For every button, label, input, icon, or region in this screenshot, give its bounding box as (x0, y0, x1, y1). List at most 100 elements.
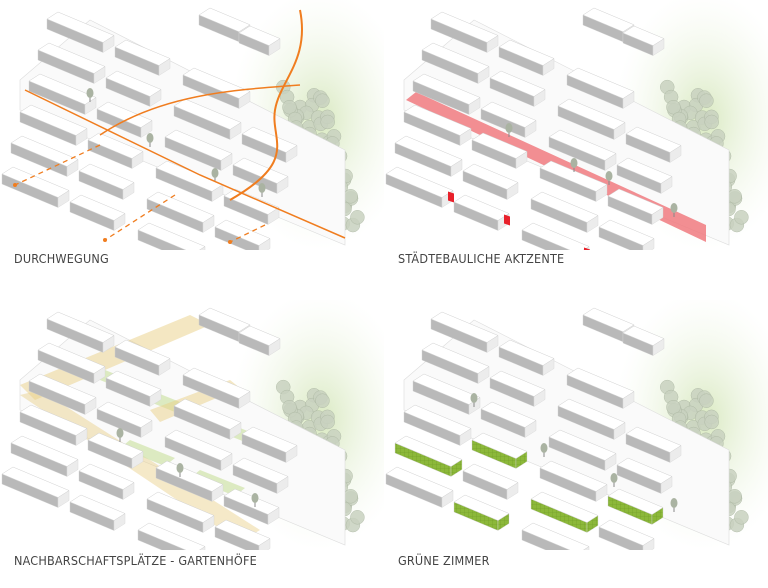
arrow-head (13, 183, 17, 187)
building (164, 429, 233, 471)
building-roof (1, 166, 70, 198)
building-roof (530, 491, 599, 523)
panel-nachbarschaftsplaetze: NACHBARSCHAFTSPLÄTZE - GARTENHÖFE (0, 300, 384, 588)
building-roof (548, 129, 617, 161)
tree (350, 210, 365, 225)
tree (570, 158, 578, 168)
building-roof (114, 39, 171, 66)
building (146, 491, 215, 533)
building (223, 488, 280, 525)
building (238, 325, 281, 356)
dashed-arrow (14, 144, 101, 186)
building-roof (471, 132, 528, 159)
building-roof (385, 466, 454, 498)
building-roof (238, 325, 281, 346)
building-roof (10, 135, 79, 167)
building-roof (137, 522, 206, 550)
building (462, 163, 519, 200)
building-roof (598, 519, 655, 546)
building-roof (394, 135, 463, 167)
building-roof (46, 11, 115, 43)
building-roof (462, 463, 519, 490)
building (394, 435, 463, 477)
accent-marker (584, 247, 590, 250)
building (1, 166, 70, 208)
tree (666, 399, 681, 415)
building (37, 342, 106, 384)
building (548, 429, 617, 471)
building-roof (412, 373, 481, 405)
building (539, 160, 608, 202)
tree (699, 93, 714, 108)
building (46, 11, 115, 53)
building (403, 104, 472, 146)
garden-court (120, 440, 175, 466)
building-roof (421, 342, 490, 374)
building-roof (607, 488, 664, 515)
building (557, 98, 626, 140)
building (1, 466, 70, 508)
arrow-head (228, 240, 232, 244)
building (489, 370, 546, 407)
building-roof (539, 160, 608, 192)
building-roof (566, 367, 635, 399)
tree (540, 443, 548, 453)
building (105, 370, 162, 407)
building (10, 435, 79, 477)
building (78, 163, 135, 200)
building (566, 67, 635, 109)
building (173, 98, 242, 140)
building-roof (223, 488, 280, 515)
building (385, 466, 454, 508)
caption: GRÜNE ZIMMER (398, 553, 490, 568)
building (155, 460, 224, 502)
path-route (24, 89, 346, 239)
building-roof (214, 219, 271, 246)
building-roof (87, 432, 144, 459)
building-roof (69, 494, 126, 521)
building-roof (78, 163, 135, 190)
building (10, 135, 79, 177)
building-roof (105, 370, 162, 397)
diagram-akzente (385, 0, 768, 250)
building-roof (607, 188, 664, 215)
building-roof (173, 398, 242, 430)
tree (320, 114, 335, 130)
building (164, 129, 233, 171)
building-roof (198, 307, 251, 333)
building (622, 25, 665, 56)
building-roof (69, 194, 126, 221)
building (616, 157, 673, 194)
tree (727, 489, 742, 504)
building-roof (78, 463, 135, 490)
building-roof (498, 339, 555, 366)
building (530, 491, 599, 533)
building (421, 342, 490, 384)
tree (258, 183, 266, 193)
building-roof (566, 67, 635, 99)
diagram-gruene-zimmer (385, 300, 768, 550)
building (453, 494, 510, 531)
building-roof (489, 70, 546, 97)
building (28, 73, 97, 115)
building-roof (521, 522, 590, 550)
building (625, 426, 682, 463)
building-roof (1, 466, 70, 498)
building-roof (28, 373, 97, 405)
building-roof (471, 432, 528, 459)
path-route (229, 9, 303, 201)
building-roof (87, 132, 144, 159)
tree (704, 414, 719, 430)
building-roof (582, 307, 635, 333)
tree (505, 123, 513, 133)
building (625, 126, 682, 163)
building-roof (480, 101, 537, 128)
building (214, 219, 271, 250)
tree (251, 493, 259, 503)
building (394, 135, 463, 177)
building-roof (96, 401, 153, 428)
building (232, 157, 289, 194)
building-roof (557, 98, 626, 130)
building-roof (146, 491, 215, 523)
building (462, 463, 519, 500)
